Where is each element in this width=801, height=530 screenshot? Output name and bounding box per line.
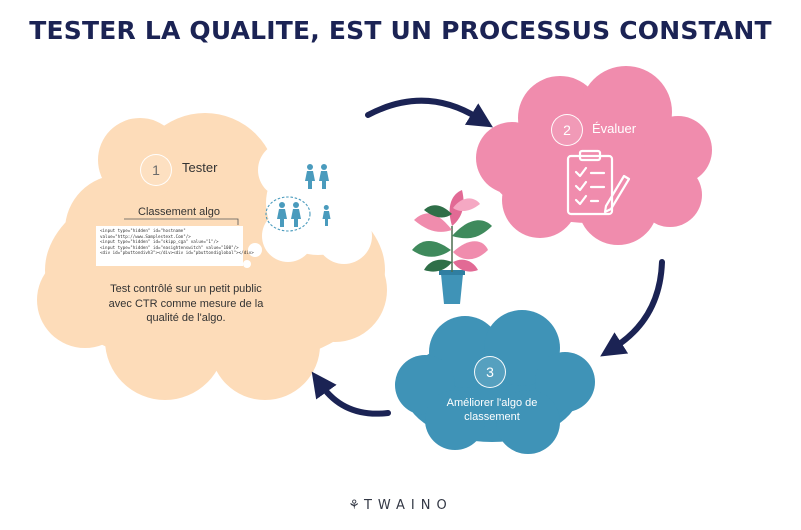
step-3-label-line: Améliorer l'algo de — [446, 397, 538, 409]
code-line: <input type="hidden" id="hostname" — [100, 228, 186, 233]
step-3-label: Améliorer l'algo de classement — [412, 396, 572, 424]
step-1-number: 1 — [140, 154, 172, 186]
step-2-label: Évaluer — [592, 121, 637, 136]
arrow-evaluate-to-improve — [600, 259, 665, 357]
person-icon — [322, 205, 331, 226]
step-2-number: 2 — [551, 114, 583, 146]
description-line: avec CTR comme mesure de la — [108, 297, 264, 310]
description-line: Test contrôlé sur un petit public — [110, 283, 262, 295]
cloud-improve — [395, 310, 595, 454]
step-3-number: 3 — [474, 356, 506, 388]
code-line: value="http://www.Samplestext.Com"/> — [100, 233, 191, 239]
person-icon — [291, 202, 301, 227]
person-icon — [277, 202, 287, 227]
step-1-sublabel: Classement algo — [138, 206, 220, 218]
code-line: <div id="pbuttondivh3"></div><div id="pb… — [100, 250, 254, 256]
step-1-label: Tester — [182, 160, 218, 175]
thought-bubble — [243, 142, 378, 268]
step-1-description: Test contrôlé sur un petit public avec C… — [96, 282, 276, 326]
plant-logo-icon: ⚘ — [348, 498, 360, 513]
brand-name: TWAINO — [363, 498, 453, 513]
code-line: <input type="hidden" id="easightenswitch… — [100, 244, 239, 250]
arrow-improve-to-test — [311, 371, 391, 417]
cycle-arrows — [311, 97, 665, 417]
people-icons — [277, 164, 331, 227]
connector-line — [124, 218, 239, 225]
clipboard-checklist-icon — [566, 149, 631, 216]
description-line: qualité de l'algo. — [146, 312, 226, 324]
group-outline — [265, 196, 311, 232]
page-title: TESTER LA QUALITE, EST UN PROCESSUS CONS… — [29, 16, 772, 45]
code-snippet: <input type="hidden" id="hostname" value… — [96, 226, 254, 266]
person-icon — [305, 164, 315, 189]
brand-footer: ⚘TWAINO — [0, 498, 801, 513]
person-icon — [319, 164, 329, 189]
cloud-evaluate — [476, 66, 712, 245]
step-3-label-line: classement — [464, 411, 520, 423]
plant-illustration — [412, 190, 492, 304]
cloud-test — [37, 113, 387, 400]
code-line: <input type="hidden" id="skipp_cga" valu… — [100, 239, 219, 245]
arrow-test-to-evaluate — [365, 97, 493, 128]
